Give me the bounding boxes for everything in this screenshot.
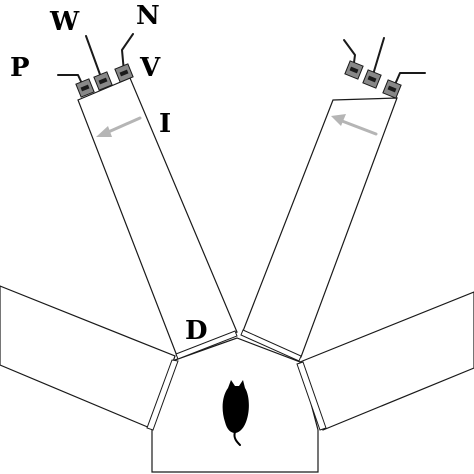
left-port-block <box>75 63 134 98</box>
wire-n <box>121 33 134 73</box>
flow-arrow-left <box>96 116 142 137</box>
valve-port-w <box>93 71 113 91</box>
arm-right-outer <box>299 291 474 431</box>
arrow-left-icon <box>104 116 142 135</box>
label-w: W <box>49 7 80 37</box>
valve-port-right-1 <box>344 60 364 80</box>
valve-port-right-2 <box>362 69 382 89</box>
rat-silhouette-icon <box>222 380 249 446</box>
wire-w <box>85 35 103 81</box>
door-left-upper <box>175 330 238 360</box>
right-port-block <box>344 60 402 99</box>
label-i: I <box>159 109 171 139</box>
label-n: N <box>136 1 160 31</box>
wire-right-2 <box>371 37 385 79</box>
arm-left-outer <box>0 285 176 429</box>
flow-arrow-right <box>331 114 378 136</box>
label-p: P <box>10 53 30 83</box>
valve-port-n <box>114 63 134 83</box>
door-right-outer <box>296 361 327 431</box>
arrow-left-icon <box>340 119 378 136</box>
door-left-outer <box>146 359 179 431</box>
valve-port-p <box>75 78 95 98</box>
door-right-upper <box>240 329 302 362</box>
label-d: D <box>185 316 208 346</box>
arm-left-upper <box>77 77 238 357</box>
valve-port-right-3 <box>382 79 402 99</box>
arm-right-upper <box>242 97 398 358</box>
label-v: V <box>139 53 161 83</box>
